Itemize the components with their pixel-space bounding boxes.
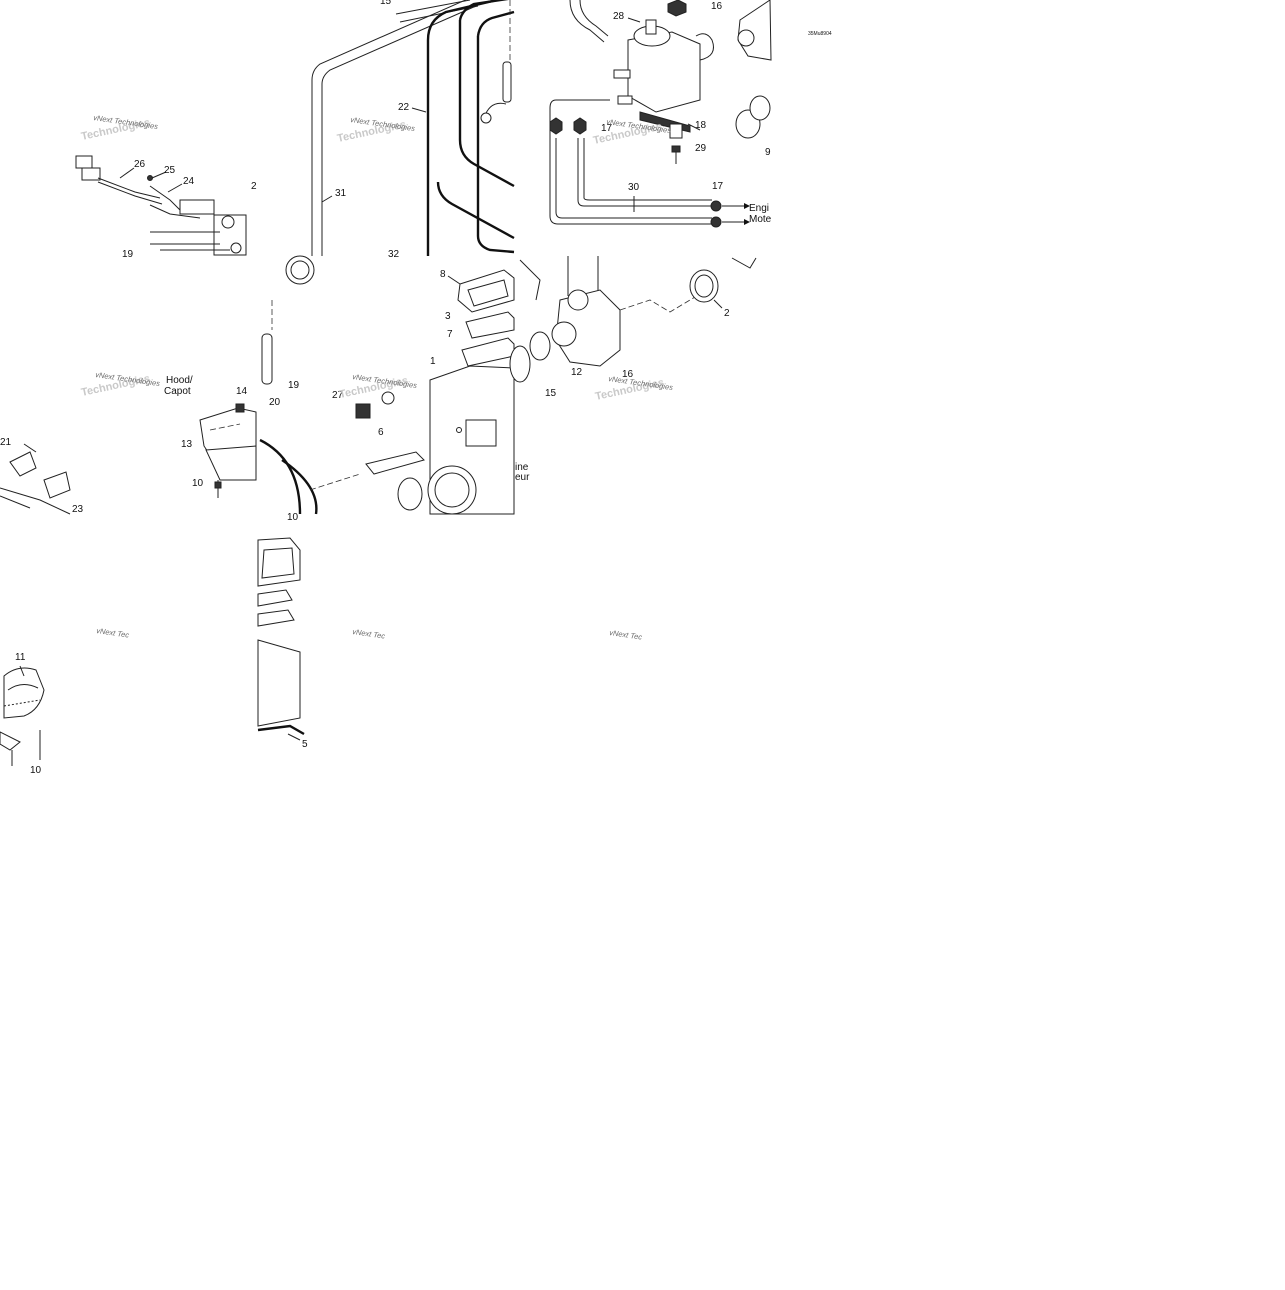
label-29: 29 — [695, 143, 707, 154]
label-9: 9 — [765, 147, 771, 158]
label-23: 23 — [72, 504, 84, 515]
screw — [214, 481, 222, 489]
hood-label-en: Hood/ — [166, 375, 193, 386]
label-2: 2 — [251, 181, 257, 192]
watermark-short: vNext Tec — [352, 627, 386, 641]
label-3: 3 — [445, 311, 451, 322]
rivet — [235, 403, 245, 413]
reference-code: 35Mu8904 — [808, 31, 832, 37]
label-17: 17 — [601, 123, 613, 134]
label-19b: 19 — [288, 380, 300, 391]
drain-tube — [261, 333, 273, 385]
text-labels: Hood/ Capot Engi Mote ine eur 35Mu8904 — [164, 31, 832, 483]
label-27: 27 — [332, 390, 344, 401]
label-1: 1 — [430, 356, 436, 367]
intake-duct — [457, 269, 515, 313]
clamp-12 — [529, 331, 551, 361]
label-21: 21 — [0, 437, 12, 448]
tile-silencer-lower — [257, 537, 305, 741]
screw — [147, 175, 153, 181]
label-16b: 16 — [622, 369, 634, 380]
harness-wire — [97, 177, 161, 199]
hose-31 — [311, 0, 467, 256]
label-26: 26 — [134, 159, 146, 170]
carburetor — [737, 0, 772, 61]
cover-11 — [3, 667, 45, 719]
ring-2 — [689, 269, 719, 303]
tile-wiring-harness — [75, 155, 247, 256]
fragment-label-1: ine — [515, 462, 529, 473]
label-19: 19 — [122, 249, 134, 260]
label-17b: 17 — [712, 181, 724, 192]
label-30: 30 — [628, 182, 640, 193]
vent-hose-30 — [549, 99, 712, 225]
tile-hood-mount — [0, 403, 257, 515]
label-10: 10 — [192, 478, 204, 489]
label-11: 11 — [15, 652, 26, 663]
label-7: 7 — [447, 329, 453, 340]
tile-carburetor — [519, 256, 757, 367]
tile-hoses — [285, 0, 515, 285]
label-5: 5 — [302, 739, 308, 750]
hose-clamp — [285, 255, 315, 285]
label-25: 25 — [164, 165, 176, 176]
sensor-body — [179, 199, 215, 215]
tile-cover — [0, 665, 45, 766]
label-12: 12 — [571, 367, 583, 378]
hood-label-fr: Capot — [164, 386, 191, 397]
silencer-body — [257, 639, 301, 727]
label-2b: 2 — [724, 308, 730, 319]
watermark-short: vNext Tec — [96, 626, 130, 640]
label-22: 22 — [398, 102, 410, 113]
label-14: 14 — [236, 386, 248, 397]
label-20: 20 — [269, 397, 281, 408]
label-8: 8 — [440, 269, 446, 280]
spacer — [669, 123, 683, 139]
clip — [9, 451, 37, 477]
label-15: 15 — [545, 388, 557, 399]
silencer-top — [257, 537, 301, 587]
label-10b: 10 — [287, 512, 299, 523]
harness-connector — [75, 155, 93, 169]
bracket — [365, 451, 425, 475]
watermark-short: vNext Tec — [609, 628, 643, 642]
fitting — [355, 403, 371, 419]
label-16: 16 — [711, 1, 723, 12]
label-15-top: 15 — [380, 0, 392, 7]
tile-air-silencer — [259, 269, 531, 515]
nut — [667, 0, 687, 17]
fragment-label-2: eur — [515, 472, 530, 483]
label-18: 18 — [695, 120, 707, 131]
label-13: 13 — [181, 439, 193, 450]
fuel-line-22 — [426, 0, 503, 256]
label-24: 24 — [183, 176, 195, 187]
label-31: 31 — [335, 188, 347, 199]
part-labels: 26 25 24 2 19 22 31 32 28 16 17 18 29 9 … — [0, 0, 771, 776]
tile-fuel-pump — [549, 0, 772, 228]
engine-label-fr: Mote — [749, 214, 772, 225]
label-28: 28 — [613, 11, 625, 22]
engine-label-en: Engi — [749, 203, 769, 214]
label-6: 6 — [378, 427, 384, 438]
gasket — [465, 311, 515, 339]
label-32: 32 — [388, 249, 400, 260]
label-10-bottom: 10 — [30, 765, 42, 776]
